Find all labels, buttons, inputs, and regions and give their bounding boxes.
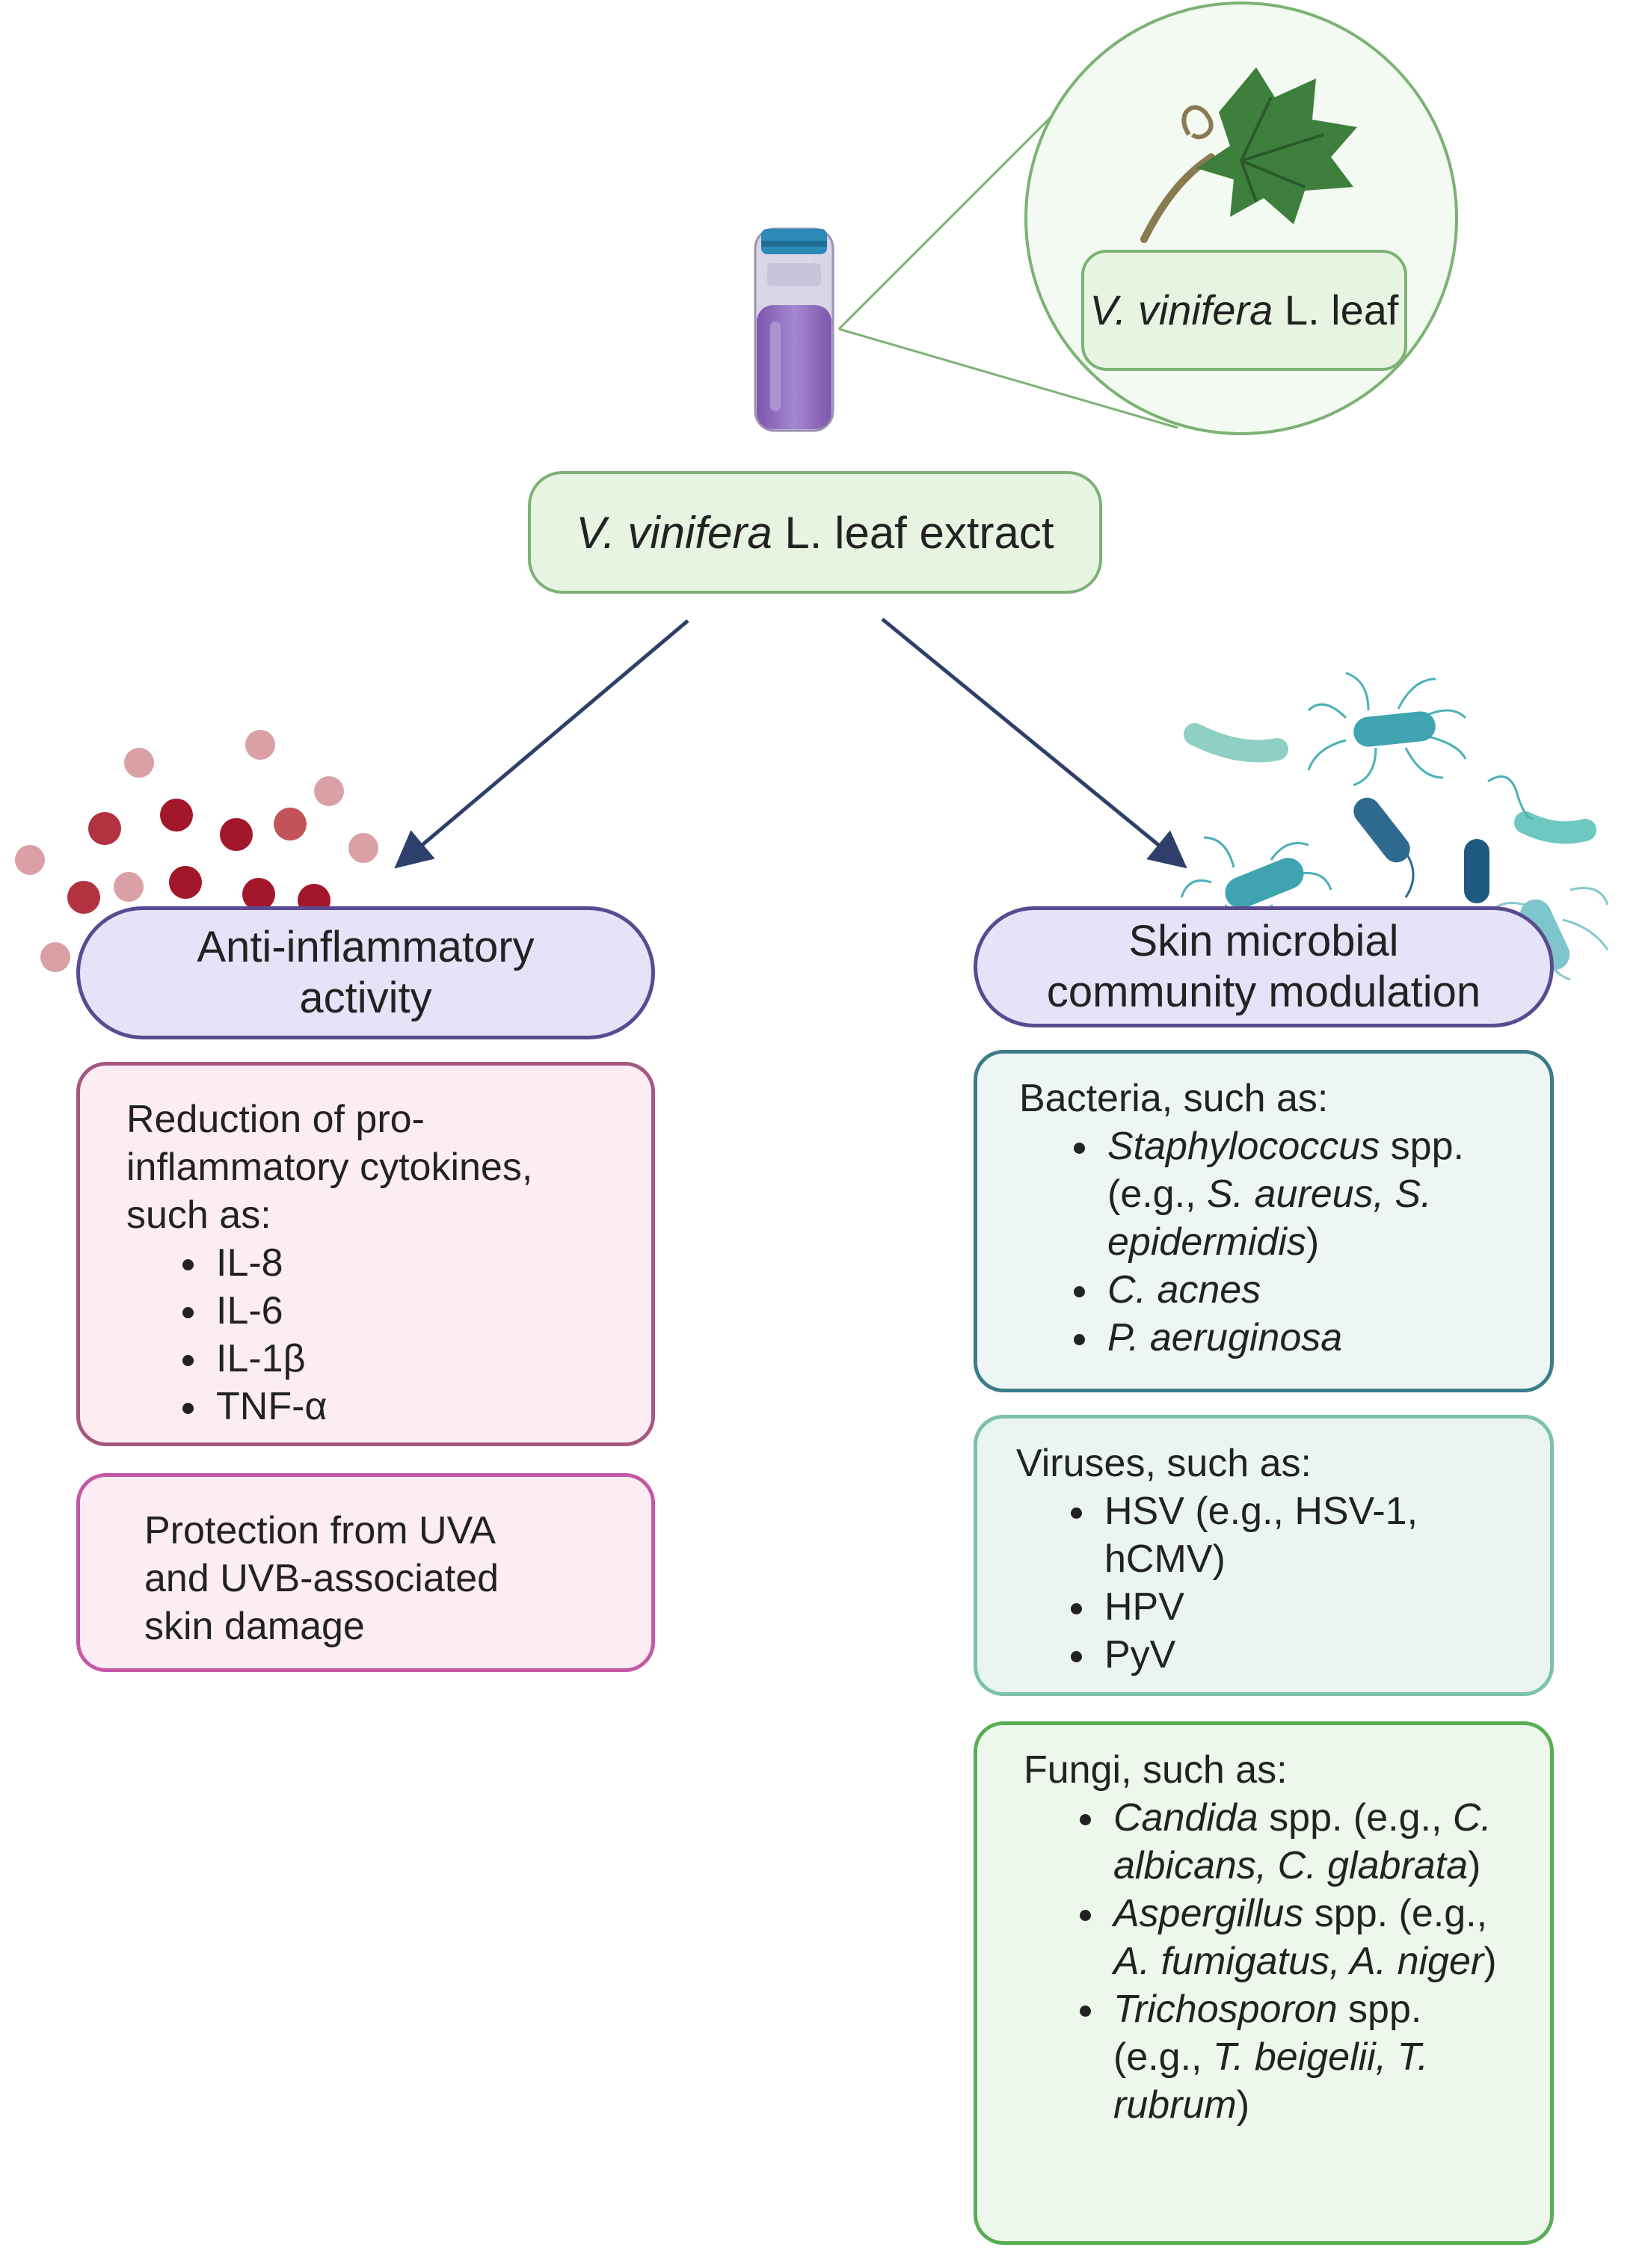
- fungi-heading: Fungi, such as:: [1024, 1748, 1288, 1792]
- list-item: Trichosporon spp. (e.g., T. beigelii, T.…: [1107, 1985, 1511, 2129]
- list-item: HPV: [1098, 1583, 1487, 1631]
- list-item: TNF-α: [210, 1383, 621, 1430]
- list-item: Candida spp. (e.g., C. albicans, C. glab…: [1107, 1794, 1511, 1890]
- extract-species: V. vinifera: [576, 507, 772, 558]
- leaf-label-rest: L. leaf: [1273, 286, 1399, 334]
- zoom-connector: [837, 81, 1178, 429]
- extract-pill: V. vinifera L. leaf extract: [528, 471, 1102, 594]
- cytokine-panel: Reduction of pro-inflammatory cytokines,…: [76, 1062, 655, 1446]
- list-item: IL-1β: [210, 1335, 621, 1383]
- leaf-label: V. vinifera L. leaf: [1081, 250, 1407, 371]
- list-item: P. aeruginosa: [1101, 1314, 1520, 1362]
- list-item: HSV (e.g., HSV-1, hCMV): [1098, 1487, 1487, 1583]
- bottle-icon: [754, 227, 834, 432]
- fungi-panel: Fungi, such as: Candida spp. (e.g., C. a…: [974, 1721, 1554, 2245]
- grape-leaf-icon: [1140, 67, 1357, 243]
- anti-inflammatory-title: Anti-inflammatory activity: [76, 906, 655, 1039]
- extract-rest: L. leaf extract: [772, 507, 1054, 558]
- bacteria-list: Staphylococcus spp. (e.g., S. aureus, S.…: [1019, 1122, 1520, 1362]
- viruses-heading: Viruses, such as:: [1016, 1442, 1312, 1485]
- microbes-illustration: [1180, 672, 1609, 981]
- bacteria-panel: Bacteria, such as: Staphylococcus spp. (…: [974, 1050, 1554, 1392]
- list-item: IL-6: [210, 1287, 621, 1335]
- fungi-list: Candida spp. (e.g., C. albicans, C. glab…: [1024, 1794, 1511, 2129]
- list-item: Staphylococcus spp. (e.g., S. aureus, S.…: [1101, 1122, 1520, 1266]
- bacteria-heading: Bacteria, such as:: [1019, 1077, 1329, 1120]
- list-item: PyV: [1098, 1631, 1487, 1679]
- arrow-to-anti-inflammatory: [394, 619, 689, 869]
- cytokine-dots: [15, 730, 378, 972]
- microbial-modulation-title: Skin microbial community modulation: [974, 906, 1554, 1027]
- cytokine-list: IL-8 IL-6 IL-1β TNF-α: [126, 1239, 621, 1430]
- uv-protection-text: Protection from UVA and UVB-associated s…: [144, 1509, 499, 1648]
- cytokine-heading: Reduction of pro-inflammatory cytokines,…: [126, 1098, 533, 1237]
- viruses-list: HSV (e.g., HSV-1, hCMV) HPV PyV: [1016, 1487, 1487, 1679]
- leaf-label-species: V. vinifera: [1089, 286, 1273, 334]
- arrow-to-microbial: [881, 618, 1187, 869]
- list-item: C. acnes: [1101, 1266, 1520, 1314]
- list-item: Aspergillus spp. (e.g., A. fumigatus, A.…: [1107, 1890, 1511, 1985]
- uv-protection-panel: Protection from UVA and UVB-associated s…: [76, 1473, 655, 1672]
- list-item: IL-8: [210, 1239, 621, 1287]
- viruses-panel: Viruses, such as: HSV (e.g., HSV-1, hCMV…: [974, 1415, 1554, 1696]
